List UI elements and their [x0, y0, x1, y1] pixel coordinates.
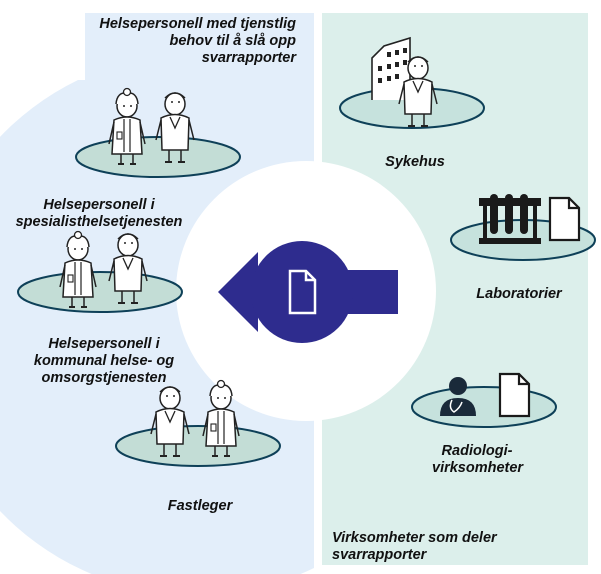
hospital-building-icon	[371, 36, 438, 127]
left-disc-3	[115, 425, 281, 467]
source-label-laboratorier: Laboratorier	[476, 286, 562, 302]
group-label-fastleger: Fastleger	[167, 498, 233, 514]
left-disc-2	[17, 271, 183, 313]
test-tubes-document-icon	[479, 194, 581, 244]
source-label-sykehus: Sykehus	[385, 154, 445, 170]
source-label-radiologi: Radiologi-virksomheter	[432, 443, 524, 476]
right-panel-footer: Virksomheter som deler svarrapporter	[332, 530, 497, 563]
left-panel-header: Helsepersonell med tjenstlig behov til å…	[99, 16, 296, 66]
group-label-kommunal: Helsepersonell i kommunal helse- og omso…	[33, 336, 175, 386]
group-label-spesialist: Helsepersonell i spesialisthelsetjeneste…	[15, 197, 183, 230]
left-disc-1	[75, 136, 241, 178]
right-panel-bg	[319, 13, 588, 565]
right-disc-3	[411, 386, 557, 428]
radiologist-document-icon	[440, 372, 531, 418]
document-arrow-icon	[218, 241, 398, 343]
